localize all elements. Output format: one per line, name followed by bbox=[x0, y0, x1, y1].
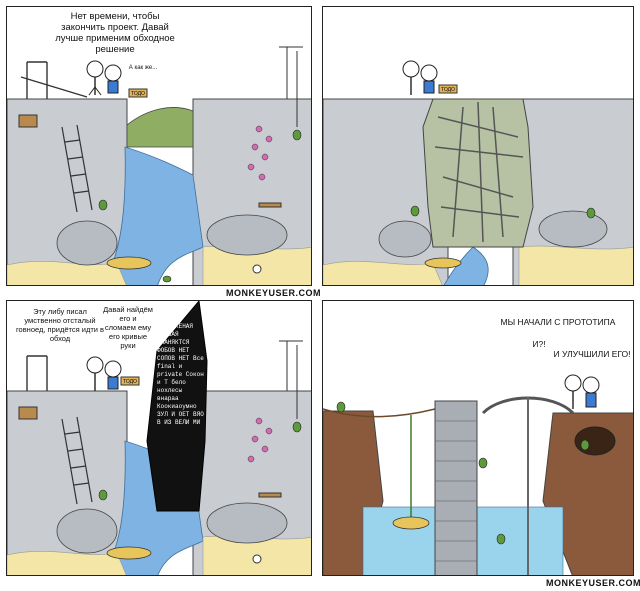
credit-text: MONKEYUSER.COM bbox=[226, 288, 322, 298]
ladder bbox=[61, 416, 93, 505]
rock-scribble-text: ЛИБА КЕНАЯ КРИВАЯ КИАНЯКТСЯ ФОБОВ НЕТ СО… bbox=[157, 323, 204, 426]
panel-4-scene bbox=[323, 374, 633, 575]
crate bbox=[18, 114, 38, 128]
speech-bubble: И УЛУЧШИЛИ ЕГО! bbox=[553, 349, 631, 359]
junk-pile bbox=[422, 98, 534, 248]
todo-sign bbox=[128, 88, 148, 98]
speech-bubble: И?! bbox=[532, 339, 546, 349]
panel-1-scene: ТОДО bbox=[7, 46, 311, 285]
bug-icon bbox=[410, 205, 596, 219]
junk-pile-ladders bbox=[434, 101, 524, 243]
climbing-holds bbox=[247, 125, 273, 181]
distant-hill bbox=[126, 107, 194, 148]
plank bbox=[258, 202, 282, 208]
river bbox=[443, 246, 489, 285]
boulder bbox=[378, 220, 432, 258]
comic-panel-2: ТОДО MONKEYUSER.COM bbox=[322, 6, 634, 286]
credit-text: MONKEYUSER.COM bbox=[546, 578, 640, 588]
character-left bbox=[564, 374, 582, 409]
boulder bbox=[538, 210, 608, 248]
character-right bbox=[104, 360, 122, 390]
sand-left bbox=[323, 260, 443, 285]
todo-sign-text: ТОДО bbox=[123, 379, 137, 385]
rope-hoist-right bbox=[279, 46, 303, 127]
rope-hoist-right bbox=[279, 340, 303, 419]
speech-bubble: Нет времени, чтобы закончить проект. Дав… bbox=[55, 11, 175, 55]
hoist-left bbox=[26, 355, 48, 391]
crate bbox=[18, 406, 38, 420]
ladder bbox=[61, 124, 93, 213]
comic-panel-4: МЫ НАЧАЛИ С ПРОТОТИПА И?! И УЛУЧШИЛИ ЕГО… bbox=[322, 300, 634, 576]
todo-sign bbox=[120, 376, 140, 386]
raft bbox=[106, 256, 152, 270]
raft bbox=[106, 546, 152, 560]
right-dirt-cliff bbox=[542, 412, 633, 575]
sand-right bbox=[518, 245, 633, 285]
todo-sign-text: ТОДО bbox=[131, 91, 145, 97]
boulder bbox=[56, 220, 118, 266]
black-rock-library bbox=[146, 301, 208, 512]
character-right bbox=[582, 376, 600, 408]
speech-bubble: Давай найдём его и сломаем ему его кривы… bbox=[103, 305, 153, 350]
todo-sign bbox=[438, 84, 458, 94]
todo-sign-text: ТОДО bbox=[441, 87, 455, 93]
character-left bbox=[402, 60, 420, 95]
stone-tower bbox=[434, 400, 478, 575]
character-left bbox=[86, 356, 104, 391]
sand-left bbox=[7, 550, 127, 575]
river bbox=[103, 146, 204, 285]
comic-panel-3: ТОДО ЛИБА КЕНАЯ КРИВАЯ КИАНЯКТСЯ ФОБОВ Н… bbox=[6, 300, 312, 576]
character-right bbox=[104, 64, 122, 94]
speech-bubble: А как же... bbox=[128, 65, 158, 71]
panel-2-scene: ТОДО bbox=[323, 60, 633, 285]
boulder bbox=[206, 502, 288, 544]
boulder bbox=[56, 508, 118, 554]
bug-icon bbox=[336, 401, 590, 545]
panel-3-scene: ТОДО bbox=[7, 301, 311, 575]
speech-bubble: Эту либу писал умственно отсталый говное… bbox=[15, 307, 105, 343]
skull-icon bbox=[252, 554, 262, 564]
bug-icon bbox=[98, 129, 302, 283]
raft bbox=[392, 516, 430, 530]
boulder bbox=[206, 214, 288, 256]
character-left bbox=[86, 60, 104, 96]
character-right bbox=[420, 64, 438, 94]
climbing-holds bbox=[247, 417, 273, 463]
speech-bubble: МЫ НАЧАЛИ С ПРОТОТИПА bbox=[500, 317, 616, 327]
bug-icon bbox=[98, 421, 302, 501]
cave bbox=[574, 426, 616, 456]
rope-bridge bbox=[323, 408, 436, 418]
plank bbox=[258, 492, 282, 498]
hoist-left bbox=[20, 61, 88, 99]
skull-icon bbox=[252, 264, 262, 274]
comic-panel-1: ТОДО Нет времени, чтобы закончить проект… bbox=[6, 6, 312, 286]
raft bbox=[424, 257, 462, 269]
